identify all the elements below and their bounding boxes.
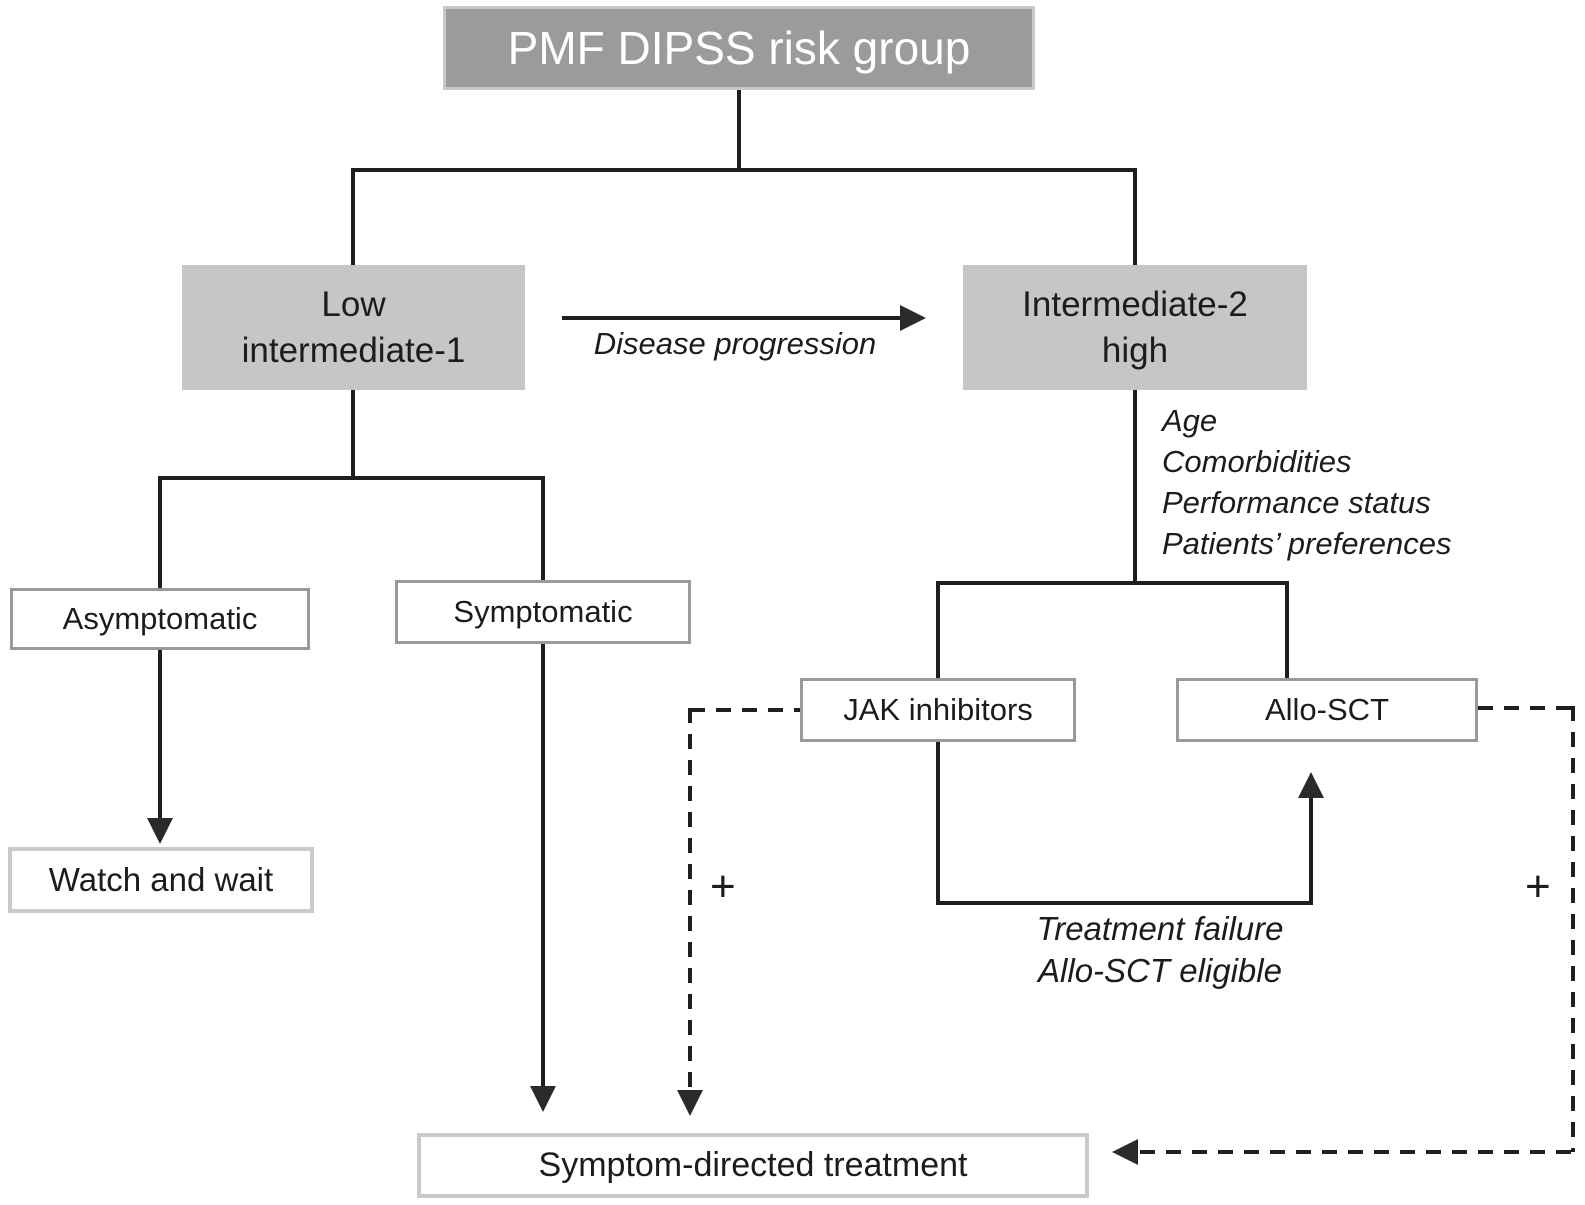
arrow-jak-allo-right-line [1309,798,1313,905]
asymptomatic-box: Asymptomatic [10,588,310,650]
connector-drop-int2 [1133,168,1137,265]
arrow-symptomatic-treatment-line [541,644,545,1088]
dashed-allo-treatment-v-line [1571,706,1575,1152]
watch-and-wait-label: Watch and wait [48,861,274,898]
dashed-allo-treatment-head-icon [1112,1139,1138,1165]
symptom-directed-treatment-label: Symptom-directed treatment [538,1146,968,1184]
risk-box-low-int1-line2: intermediate-1 [241,330,466,370]
symptom-directed-treatment-box: Symptom-directed treatment [417,1133,1089,1198]
considerations-list: Age Comorbidities Performance status Pat… [1162,400,1452,564]
symptomatic-label: Symptomatic [453,594,633,629]
title-text: PMF DIPSS risk group [507,22,971,74]
connector-drop-symptomatic [541,476,545,580]
connector-top-branch [351,168,1137,172]
consideration-item: Performance status [1162,485,1431,520]
arrow-asymptomatic-watch-head-icon [147,818,173,844]
dashed-jak-treatment-head-icon [677,1090,703,1116]
treatment-failure-line2: Allo-SCT eligible [1038,952,1282,989]
consideration-item: Age [1162,403,1218,438]
allo-sct-label: Allo-SCT [1264,692,1389,727]
connector-int2-branch [936,581,1289,585]
arrow-jak-allo-head-icon [1298,772,1324,798]
disease-progression-label: Disease progression [593,326,877,361]
dashed-jak-treatment-h-line [690,708,800,712]
connector-drop-asymptomatic [158,476,162,588]
consideration-item: Comorbidities [1162,444,1352,479]
treatment-failure-line1: Treatment failure [1036,910,1284,947]
arrow-jak-allo-left-line [936,742,940,905]
asymptomatic-label: Asymptomatic [62,601,258,636]
jak-inhibitors-label: JAK inhibitors [843,692,1033,727]
risk-box-int2-high-line2: high [1101,330,1169,370]
jak-inhibitors-box: JAK inhibitors [800,678,1076,742]
risk-box-int2-high-line1: Intermediate-2 [1022,285,1248,324]
connector-low-branch [158,476,545,480]
connector-int2-stem [1133,390,1137,585]
disease-progression-arrowhead-icon [900,305,926,331]
connector-low-stem [351,390,355,480]
connector-drop-jak [936,581,940,678]
risk-box-int2-high: Intermediate-2 high [963,265,1307,390]
dashed-jak-treatment-v-line [688,708,692,1093]
dashed-allo-treatment-bottom-line [1140,1150,1575,1154]
arrow-symptomatic-treatment-head-icon [530,1086,556,1112]
dashed-allo-treatment-top-line [1478,706,1575,710]
risk-box-low-int1-line1: Low [321,285,386,324]
allo-sct-box: Allo-SCT [1176,678,1478,742]
consideration-item: Patients’ preferences [1162,526,1452,561]
treatment-failure-label: Treatment failure Allo-SCT eligible [960,908,1360,992]
connector-drop-low [351,168,355,265]
title-box: PMF DIPSS risk group [443,6,1035,90]
plus-sign-left: + [710,862,736,911]
arrow-jak-allo-bottom-line [936,901,1313,905]
risk-box-low-int1: Low intermediate-1 [182,265,525,390]
arrow-asymptomatic-watch-line [158,650,162,820]
connector-title-stem [737,90,741,170]
watch-and-wait-box: Watch and wait [8,847,314,913]
connector-drop-allo [1285,581,1289,678]
symptomatic-box: Symptomatic [395,580,691,644]
plus-sign-right: + [1525,862,1551,911]
disease-progression-arrow-line [562,316,902,320]
